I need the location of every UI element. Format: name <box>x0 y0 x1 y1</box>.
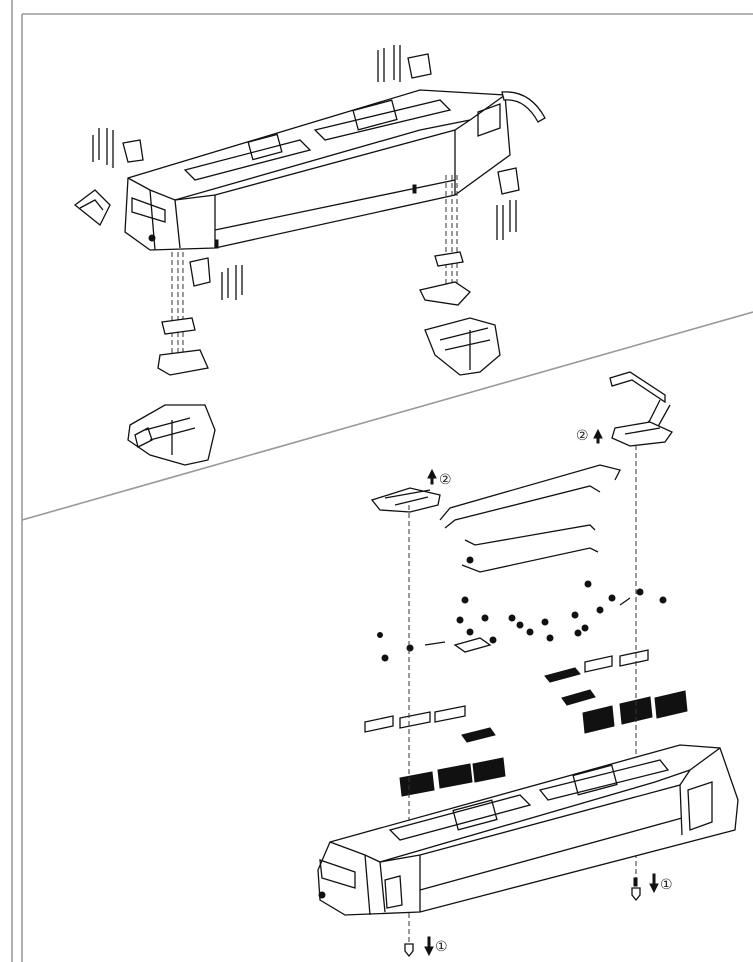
roof-fittings <box>377 588 667 662</box>
windscreen-right <box>501 91 546 123</box>
roof-plates <box>364 649 649 743</box>
step1-label-left: ① <box>435 939 448 955</box>
section-divider <box>21 311 753 521</box>
cab-parts-right <box>419 251 501 376</box>
upper-small-parts <box>73 45 546 300</box>
step2-label-left: ② <box>439 472 452 488</box>
windscreen-left <box>73 189 111 227</box>
loco-body-lower <box>317 744 739 916</box>
screws <box>404 887 641 958</box>
page-frame <box>11 0 753 962</box>
pantograph-right <box>609 371 673 447</box>
step2-label-right: ② <box>576 428 589 444</box>
alignment-lines-top <box>171 175 458 365</box>
cab-parts-left <box>127 317 216 466</box>
step-callouts: ② ② ① ① <box>424 428 673 957</box>
roof-cables <box>439 464 621 588</box>
pantograph-left <box>370 487 441 513</box>
step1-label-right: ① <box>660 877 673 893</box>
loco-body-upper <box>124 89 511 251</box>
